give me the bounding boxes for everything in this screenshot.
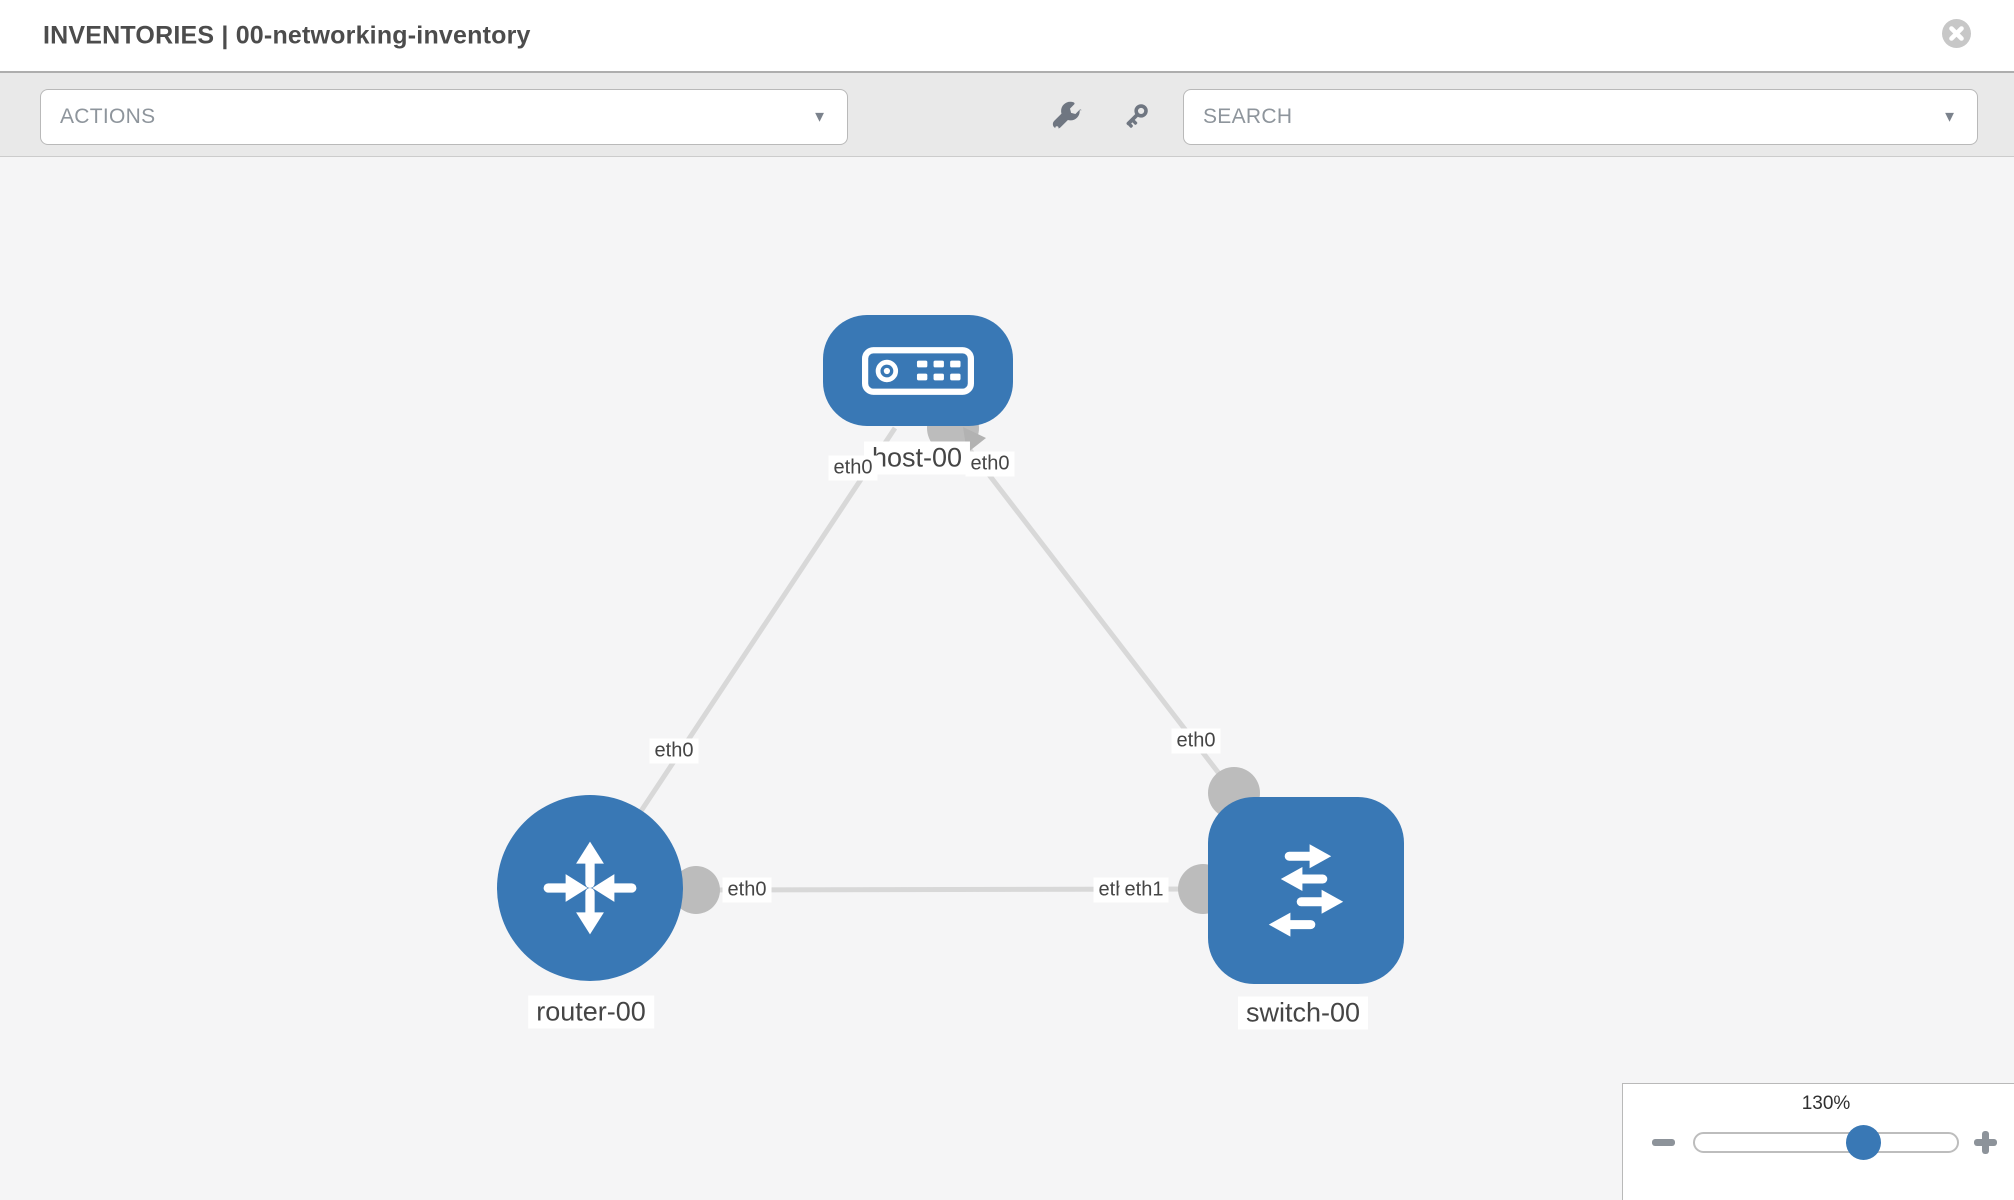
node-label-host: host-00 — [863, 441, 971, 475]
zoom-out-button[interactable] — [1652, 1139, 1675, 1146]
interface-label-router-eth0-mid: eth0 — [722, 877, 772, 903]
node-router-00[interactable] — [497, 795, 683, 981]
zoom-panel: 130% — [1622, 1083, 2014, 1200]
interface-label-switch-eth0-top: eth0 — [1171, 728, 1221, 754]
node-switch-00[interactable] — [1208, 797, 1404, 984]
switch-icon — [1268, 843, 1344, 937]
plus-icon — [1982, 1131, 1989, 1154]
toolbar: ACTIONS ▼ SEARCH ▼ — [0, 71, 2014, 157]
chevron-down-icon: ▼ — [1942, 108, 1957, 126]
chevron-down-icon: ▼ — [812, 108, 827, 126]
actions-dropdown[interactable]: ACTIONS ▼ — [40, 89, 848, 145]
interface-label-host-eth0-left: eth0 — [828, 455, 878, 481]
zoom-level-text: 130% — [1801, 1093, 1851, 1114]
node-host-00[interactable] — [823, 315, 1013, 426]
actions-dropdown-label: ACTIONS — [60, 105, 156, 128]
interface-label-host-eth0-right: eth0 — [965, 451, 1015, 477]
close-button[interactable] — [1942, 19, 1971, 48]
links-layer — [587, 402, 1260, 914]
key-icon[interactable] — [1119, 101, 1151, 133]
close-icon — [1949, 26, 1964, 41]
interface-label-switch-eth1: eth1 — [1119, 877, 1169, 903]
topology-canvas[interactable]: host-00 router-00 switch-00 eth0 eth0 et… — [0, 157, 2014, 1200]
wrench-icon[interactable] — [1052, 101, 1084, 133]
zoom-slider-thumb[interactable] — [1846, 1125, 1882, 1160]
search-dropdown[interactable]: SEARCH ▼ — [1183, 89, 1978, 145]
host-icon — [862, 346, 974, 395]
panel-header: INVENTORIES | 00-networking-inventory — [0, 0, 2014, 71]
node-label-switch: switch-00 — [1237, 996, 1369, 1030]
interface-label-router-eth0-up: eth0 — [649, 738, 699, 764]
node-label-router: router-00 — [528, 995, 654, 1029]
page-title: INVENTORIES | 00-networking-inventory — [43, 21, 531, 49]
zoom-slider-track[interactable] — [1693, 1132, 1959, 1153]
zoom-in-button[interactable] — [1974, 1131, 1997, 1154]
search-dropdown-label: SEARCH — [1203, 105, 1293, 128]
router-icon — [543, 841, 637, 935]
interface-circle-router — [672, 866, 720, 914]
